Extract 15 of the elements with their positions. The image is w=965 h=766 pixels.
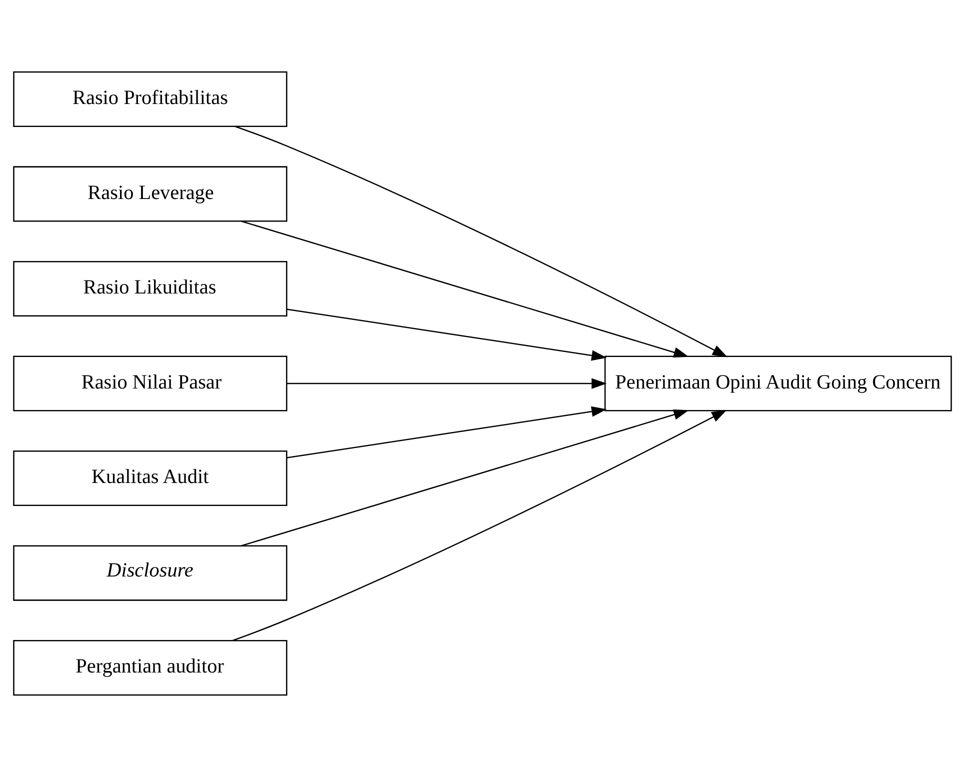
- node-box: Rasio Leverage: [13, 166, 288, 222]
- arrow: [286, 308, 607, 360]
- node-box: Penerimaan Opini Audit Going Concern: [604, 355, 952, 411]
- node-box: Disclosure: [13, 544, 288, 600]
- node-box: Pergantian auditor: [13, 639, 288, 696]
- arrow: [286, 378, 607, 388]
- node-box: Rasio Likuiditas: [13, 260, 288, 316]
- arrow: [241, 409, 689, 546]
- arrow: [235, 125, 728, 357]
- arrow: [286, 406, 607, 458]
- arrow: [232, 409, 727, 641]
- node-box: Kualitas Audit: [13, 450, 288, 506]
- arrow: [241, 220, 689, 357]
- node-box: Rasio Profitabilitas: [13, 70, 288, 127]
- node-box: Rasio Nilai Pasar: [13, 355, 288, 411]
